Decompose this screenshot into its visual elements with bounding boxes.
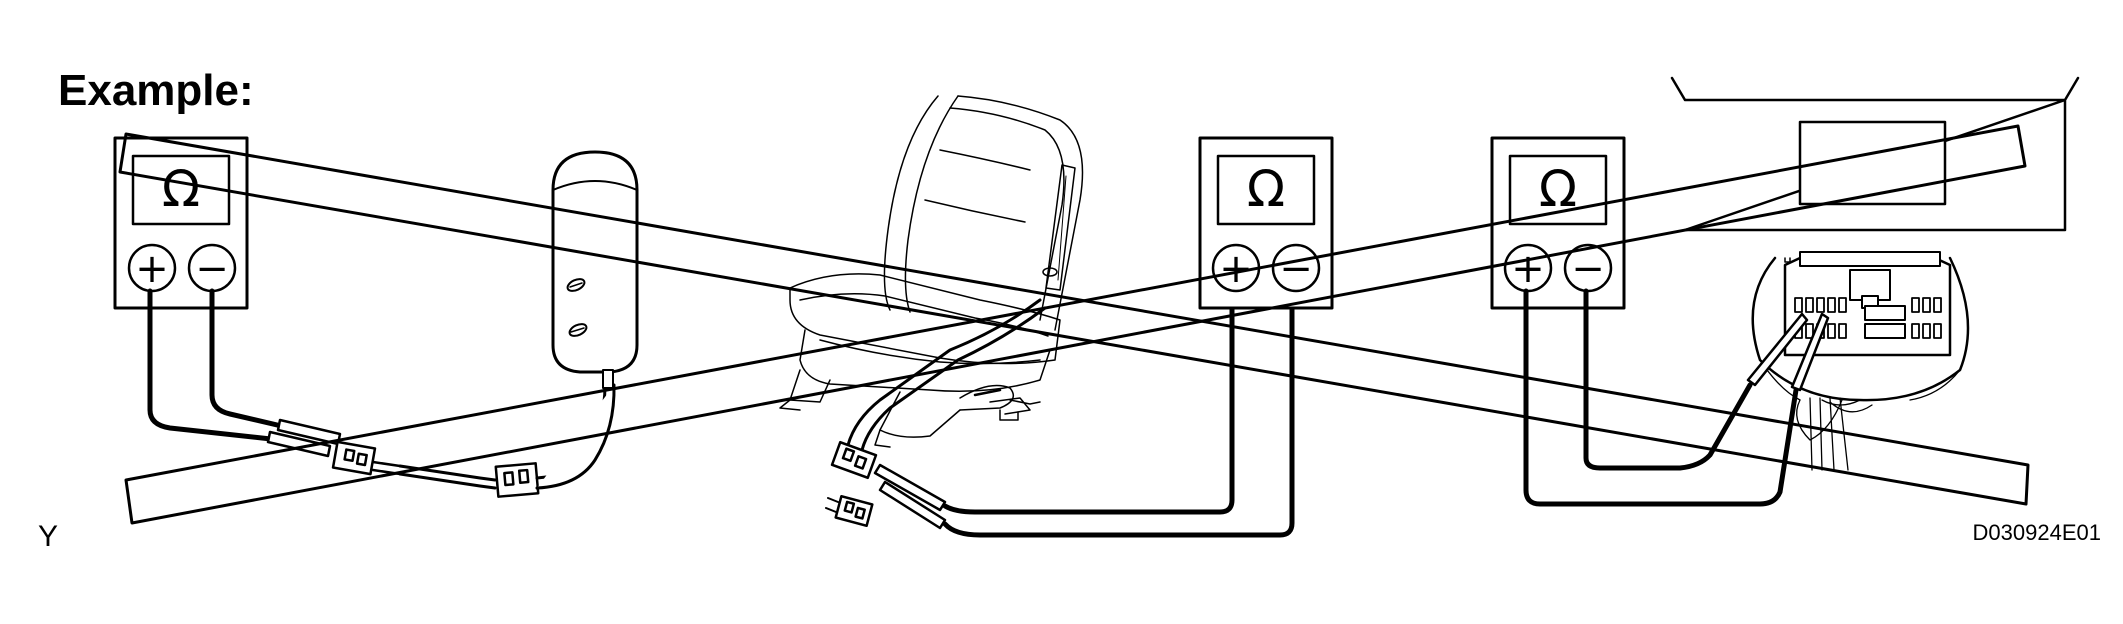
test-leads-3 (1523, 288, 1799, 507)
ohm-symbol-2: Ω (1247, 160, 1285, 218)
seat-harness (846, 298, 1047, 452)
minus-terminal-2: − (1279, 246, 1313, 292)
probes-3 (1746, 312, 1830, 392)
plus-terminal-1: + (135, 246, 169, 292)
ohmmeter-3: Ω + − (1490, 136, 1626, 310)
minus-terminal-3: − (1571, 246, 1605, 292)
loose-connector (825, 494, 874, 528)
diagram-title: Example: (58, 66, 254, 115)
cross-out-mark (118, 124, 2030, 525)
panel-2: Ω + − (779, 95, 1334, 538)
vehicle-seat (779, 95, 1084, 448)
sensor-connector-2 (494, 383, 616, 498)
minus-terminal-1: − (195, 246, 229, 292)
panel-1: Ω + − (113, 136, 639, 498)
corner-label: Y (38, 520, 59, 553)
ohmmeter-2: Ω + − (1198, 136, 1334, 310)
probes-2 (873, 463, 947, 530)
test-leads-1 (147, 288, 293, 443)
sensor-unit (551, 150, 639, 389)
ohm-symbol-1: Ω (162, 160, 200, 218)
ohmmeter-1: Ω + − (113, 136, 249, 310)
probes-1 (266, 418, 342, 458)
plus-terminal-3: + (1511, 246, 1545, 292)
figure-id: D030924E01 (1972, 520, 2101, 545)
test-leads-2 (942, 289, 1295, 538)
panel-3: Ω + − (1490, 76, 2080, 507)
seat-connector (830, 440, 878, 480)
